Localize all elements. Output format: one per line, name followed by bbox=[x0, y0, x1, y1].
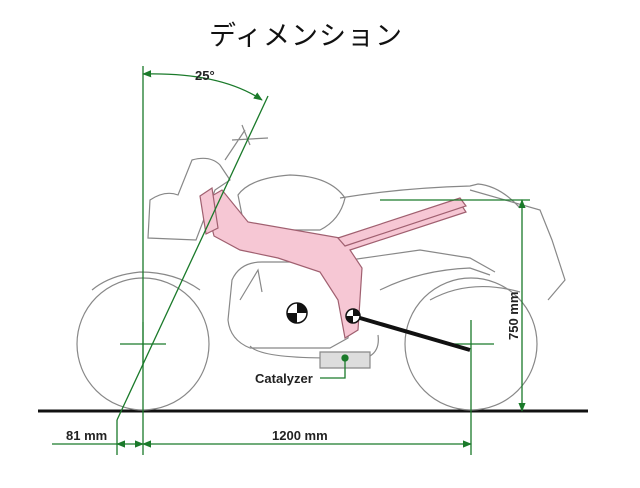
page-title: ディメンション bbox=[208, 21, 404, 52]
swingarm bbox=[359, 316, 471, 352]
center-of-gravity-marker bbox=[286, 302, 308, 324]
wheelbase-label: 1200 mm bbox=[272, 428, 328, 443]
seat-height-label: 750 mm bbox=[506, 292, 521, 340]
trail-label: 81 mm bbox=[66, 428, 107, 443]
swingarm-pivot-marker bbox=[345, 308, 361, 324]
dimension-lines bbox=[52, 66, 530, 455]
rake-angle-label: 25° bbox=[195, 68, 215, 83]
catalyzer-label: Catalyzer bbox=[255, 371, 313, 386]
frame bbox=[199, 186, 467, 339]
